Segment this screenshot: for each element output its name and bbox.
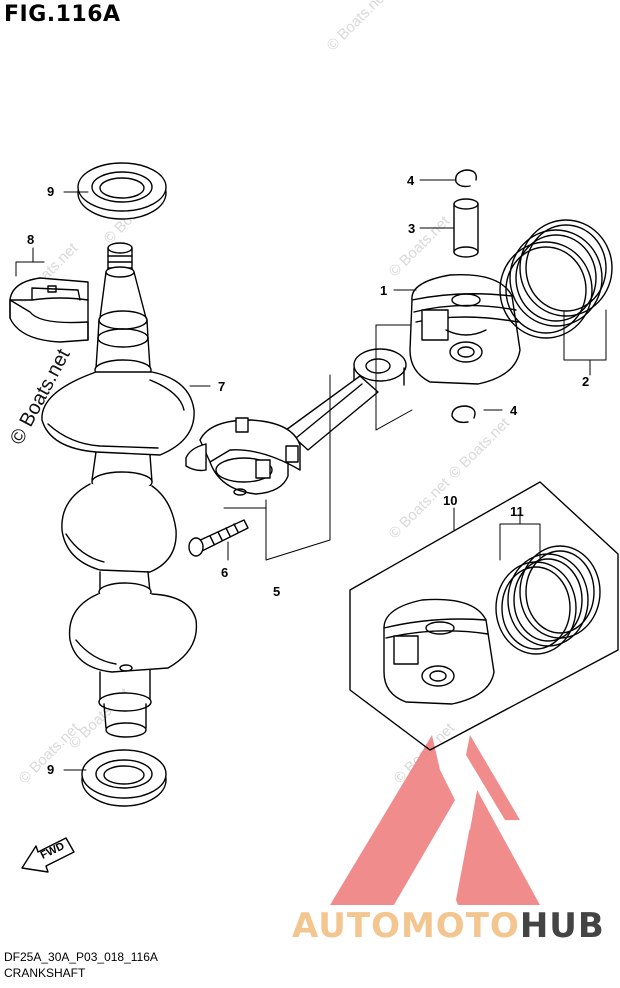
callout-crankshaft: 7 xyxy=(218,379,226,394)
callout-piston-rings: 2 xyxy=(582,374,590,389)
forward-arrow-icon xyxy=(21,837,75,873)
callout-circlip-top: 4 xyxy=(407,173,415,188)
piston-ring-set-2 xyxy=(495,545,601,655)
model-code: DF25A_30A_P03_018_116A xyxy=(4,950,158,964)
brand-name: AUTOMOTOHUB xyxy=(292,906,605,946)
callout-piston: 1 xyxy=(380,283,388,298)
figure-title: FIG.116A xyxy=(4,2,121,27)
callout-bearing: 8 xyxy=(27,232,35,247)
callout-oil-seal-top: 9 xyxy=(47,184,55,199)
piston-ring-set-1 xyxy=(499,219,613,339)
callout-ring-set: 11 xyxy=(510,504,524,519)
connecting-rod xyxy=(185,348,407,496)
piston xyxy=(409,273,521,385)
con-rod-bolt xyxy=(188,519,249,557)
figure-caption: CRANKSHAFT xyxy=(4,966,86,980)
callout-piston-pin: 3 xyxy=(408,221,416,236)
brand-part-2: HUB xyxy=(519,906,605,946)
brand-logo-icon xyxy=(330,735,540,905)
crankshaft-bearing xyxy=(9,277,89,343)
piston-pin xyxy=(453,198,479,258)
leader-lines xyxy=(15,179,607,771)
brand-part-1: AUTOMOTO xyxy=(292,906,520,946)
callout-con-rod: 5 xyxy=(273,584,281,599)
crankshaft xyxy=(41,242,198,738)
callout-piston-assy: 10 xyxy=(443,493,458,508)
oil-seal-top xyxy=(77,162,167,220)
piston-assembly xyxy=(383,598,495,705)
circlip-bottom xyxy=(451,405,476,424)
oil-seal-bottom xyxy=(81,749,167,807)
callout-circlip-bottom: 4 xyxy=(510,403,518,418)
callout-bolt: 6 xyxy=(221,565,229,580)
piston-assy-box xyxy=(349,481,619,751)
callout-oil-seal-bottom: 9 xyxy=(47,762,55,777)
circlip-top xyxy=(455,169,477,188)
